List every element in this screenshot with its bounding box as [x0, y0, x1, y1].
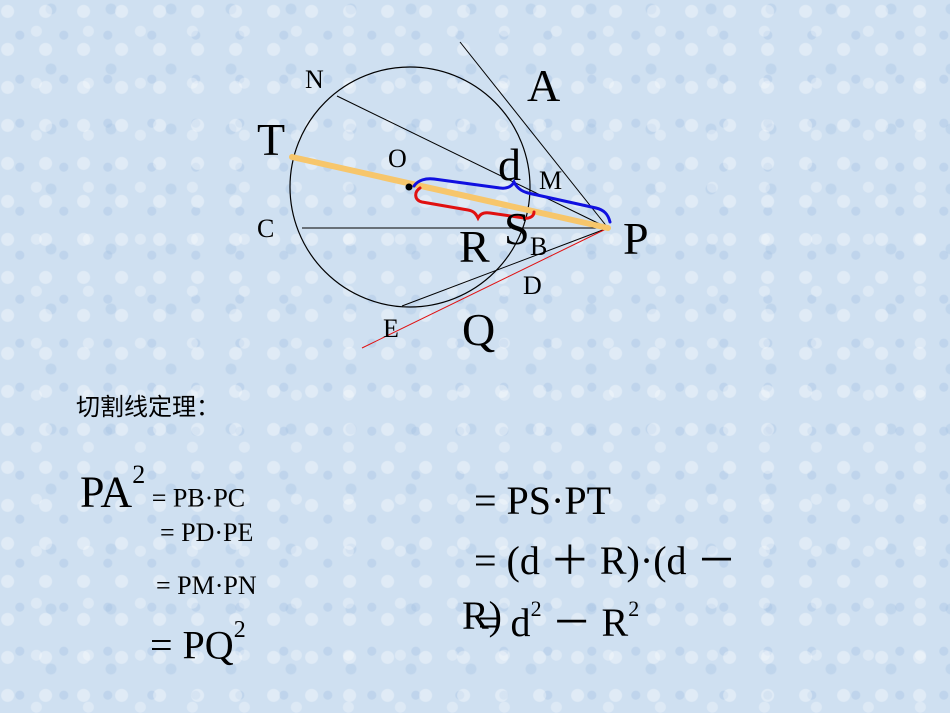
eq-d-exponent: 2 — [530, 596, 542, 621]
equation-left-3: = PM·PN — [156, 571, 257, 600]
secant-line-PE — [401, 227, 609, 307]
equation-left-2: = PD·PE — [160, 518, 254, 547]
label-d: d — [498, 139, 521, 190]
eq-PQ-exponent: 2 — [233, 617, 246, 643]
label-P: P — [623, 213, 649, 264]
label-S: S — [504, 203, 530, 254]
brace-R — [414, 186, 536, 222]
label-Q: Q — [462, 304, 496, 355]
label-O: O — [388, 144, 407, 173]
eq-PA: PA — [80, 467, 133, 517]
equation-right-4: = d2 － R2 — [478, 598, 639, 643]
brace-d — [412, 177, 612, 224]
secant-line-PT — [289, 154, 611, 231]
label-N: N — [305, 65, 324, 94]
secant-line-PN — [336, 95, 609, 229]
equation-left-4: = PQ2 — [150, 618, 246, 666]
eq-PA-exponent: 2 — [132, 460, 146, 489]
label-D: D — [523, 271, 542, 300]
equation-left-1: PA2 = PB·PC — [80, 462, 245, 514]
label-M: M — [539, 166, 563, 195]
eq-d: = d — [478, 599, 531, 645]
eq-PB-PC: = PB·PC — [145, 483, 246, 513]
equation-right-1: = PS·PT — [474, 478, 612, 523]
eq-PQ: = PQ — [150, 622, 234, 668]
theorem-title: 切割线定理： — [76, 393, 220, 421]
label-T: T — [257, 114, 286, 165]
label-B: B — [530, 232, 548, 261]
label-C: C — [257, 214, 275, 243]
equation-right-2: = (d ＋ R)·(d － — [474, 538, 737, 583]
center-point-O — [405, 183, 413, 191]
label-E: E — [383, 314, 399, 343]
equation-right-3-overlap: R) — [462, 593, 502, 638]
label-R: R — [459, 221, 490, 272]
eq-R-exponent: 2 — [628, 596, 640, 621]
eq-minus-R: － R — [541, 599, 629, 645]
tangent-line-PQ — [361, 227, 609, 349]
label-A: A — [527, 60, 561, 111]
tangent-line-PA — [459, 41, 609, 229]
circle-O — [289, 66, 531, 308]
